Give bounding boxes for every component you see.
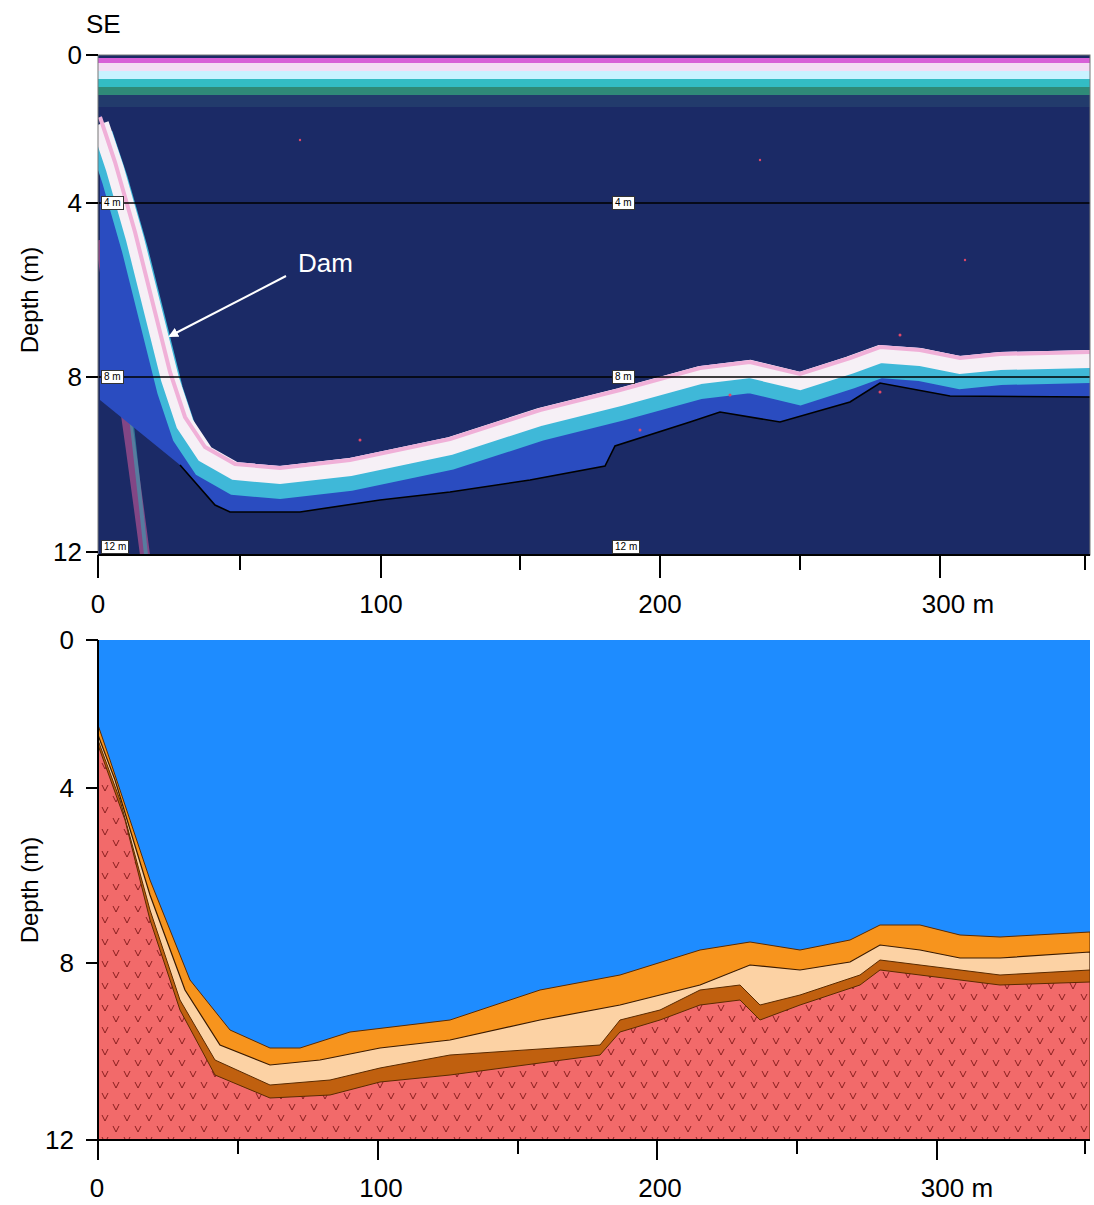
depth-marker: 8 m — [101, 370, 124, 384]
depth-marker: 8 m — [612, 370, 635, 384]
tick-label: 0 — [60, 627, 74, 653]
tick-label: 0 — [68, 42, 82, 68]
interpretation — [98, 640, 1090, 1140]
tick-label: 4 — [68, 190, 82, 216]
dam-leader — [170, 276, 286, 336]
tick-label: 200 — [638, 1175, 681, 1201]
axis-title: Depth (m) — [18, 247, 42, 354]
axis-title: Depth (m) — [18, 837, 42, 944]
tick-label: 300 m — [921, 1175, 993, 1201]
tick-label: 100 — [359, 591, 402, 617]
depth-marker: 4 m — [101, 196, 124, 210]
panel-frame — [98, 55, 1090, 555]
callout-label: Dam — [298, 250, 353, 276]
depth-marker: 12 m — [612, 540, 640, 554]
depth-marker: 4 m — [612, 196, 635, 210]
tick-label: 0 — [91, 591, 105, 617]
tick-label: 4 — [60, 775, 74, 801]
bottom-axes — [86, 640, 1090, 1160]
tick-label: 12 — [45, 1127, 74, 1153]
tick-label: 200 — [638, 591, 681, 617]
tick-label: 12 — [53, 539, 82, 565]
top-axes — [86, 55, 1090, 578]
tick-label: 8 — [68, 364, 82, 390]
echogram — [98, 55, 1090, 555]
depth-marker: 12 m — [101, 540, 129, 554]
tick-label: 8 — [60, 950, 74, 976]
direction-label: SE — [86, 11, 121, 37]
tick-label: 300 m — [922, 591, 994, 617]
tick-label: 0 — [90, 1175, 104, 1201]
tick-label: 100 — [359, 1175, 402, 1201]
